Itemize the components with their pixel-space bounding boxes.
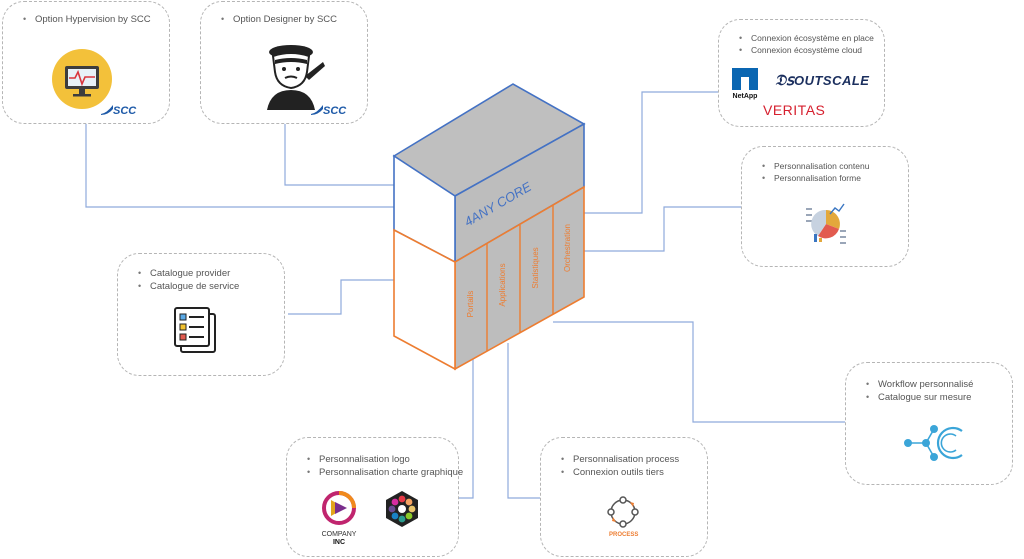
content-item-1: Personnalisation contenu [762,160,908,172]
scc-logo: SCC [311,101,346,119]
checklist-icon [174,307,216,353]
ecosystem-item-1: Connexion écosystème en place [739,32,884,44]
core-column-portails: Portails [466,291,475,318]
catalogue-item-1: Catalogue provider [138,267,284,280]
hypervision-item: Option Hypervision by SCC [23,13,169,26]
ecosystem-item-2: Connexion écosystème cloud [739,44,884,56]
branding-item-2: Personnalisation charte graphique [307,466,463,479]
workflow-icon [904,425,963,461]
color-palette-icon [386,491,418,527]
catalogue-box: Catalogue provider Catalogue de service [117,253,285,376]
core-block: 4ANY CORE Portails Applications Statisti… [392,83,586,371]
ecosystem-box: Connexion écosystème en place Connexion … [718,19,885,127]
designer-item: Option Designer by SCC [221,13,367,26]
process-icon [607,496,639,528]
branding-item-1: Personnalisation logo [307,453,458,466]
connector-process [507,343,540,499]
company-mark-icon [322,491,356,525]
company-logo: COMPANY INC [311,490,367,547]
connector-branding [459,357,474,499]
core-left-lower-face [393,228,456,371]
process-label: PROCESS [609,532,639,538]
outscale-mark-icon: 𝔇ꜱ [775,72,794,89]
connector-ecosystem [584,91,718,214]
connector-hypervision [85,124,395,208]
process-box: Personnalisation process Connexion outil… [540,437,708,557]
branding-box: Personnalisation logo Personnalisation c… [286,437,463,557]
connector-workflow [553,321,845,423]
workflow-item-2: Catalogue sur mesure [866,391,1012,404]
connector-catalogue [288,279,395,315]
content-box: Personnalisation contenu Personnalisatio… [741,146,909,267]
core-column-orchestration: Orchestration [563,224,572,272]
workflow-box: Workflow personnalisé Catalogue sur mesu… [845,362,1013,485]
process-item-2: Connexion outils tiers [561,466,707,479]
scc-logo: SCC [101,101,136,119]
workflow-item-1: Workflow personnalisé [866,378,1012,391]
monitor-icon [52,49,112,109]
core-column-applications: Applications [498,263,507,306]
charts-icon [806,203,846,244]
core-column-statistiques: Statistiques [531,247,540,288]
artist-icon [267,45,325,110]
scc-swoosh-icon [101,105,113,115]
content-item-2: Personnalisation forme [762,172,908,184]
veritas-logo: VERITAS [763,102,826,118]
outscale-logo: 𝔇ꜱOUTSCALE [775,72,870,89]
netapp-logo: NetApp [729,68,761,100]
process-item-1: Personnalisation process [561,453,707,466]
connector-designer [284,124,395,186]
designer-box: Option Designer by SCC SCC [200,1,368,124]
catalogue-item-2: Catalogue de service [138,280,284,293]
netapp-mark-icon [732,68,758,90]
scc-swoosh-icon [311,105,323,115]
connector-content [584,206,741,252]
hypervision-box: Option Hypervision by SCC SCC [2,1,170,124]
